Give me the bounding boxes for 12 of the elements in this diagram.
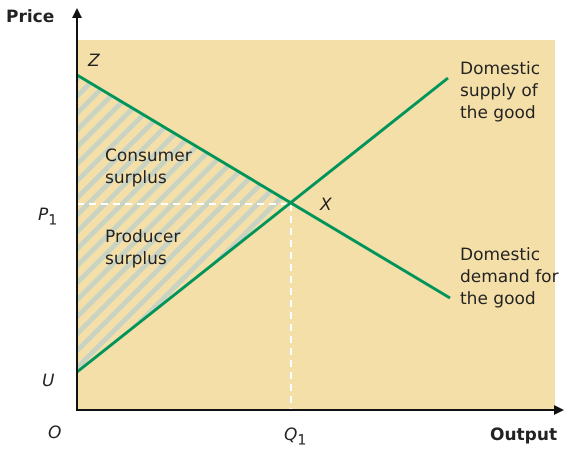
axis-title: Price: [6, 6, 54, 28]
axis-title: Output: [490, 424, 558, 446]
area-label: Producer surplus: [105, 226, 182, 270]
point-label: O: [48, 422, 62, 444]
point-label: X: [320, 194, 332, 216]
point-label: U: [42, 370, 54, 392]
curve-label: Domestic supply of the good: [460, 58, 542, 124]
area-label: Consumer surplus: [105, 145, 193, 189]
point-label: Z: [88, 50, 100, 72]
axis-label: Q$_{1}$: [284, 424, 306, 450]
curve-label: Domestic demand for the good: [460, 244, 560, 310]
axis-label: P$_{1}$: [38, 204, 58, 230]
